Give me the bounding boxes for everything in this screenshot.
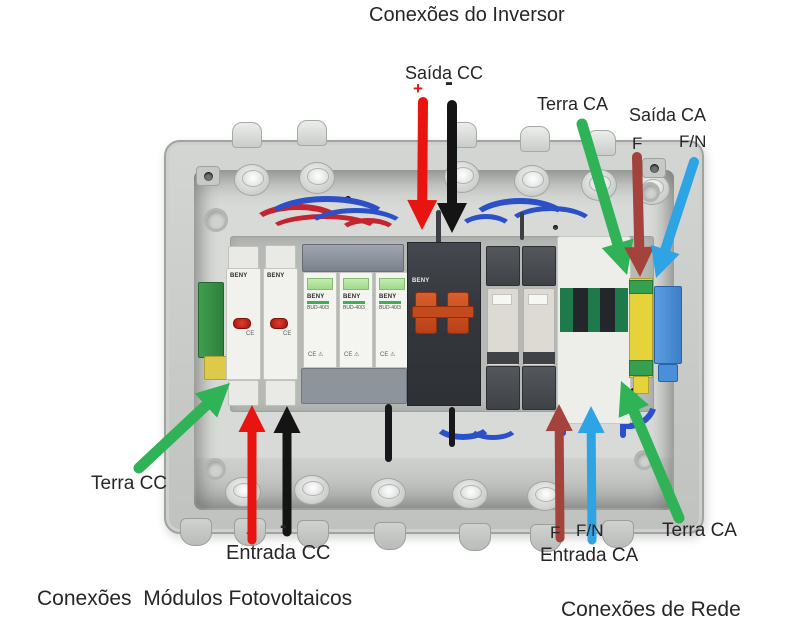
ac-fuse1-window <box>492 294 512 305</box>
spd3-brand-underline <box>379 301 401 304</box>
label-entrada-ca-f: F <box>550 523 561 542</box>
dc-breaker-brand: BENY <box>412 278 430 284</box>
cable-gland-knob-4 <box>520 126 550 152</box>
spd1-ce-mark: CE ⚠ <box>308 352 324 358</box>
cable-gland-bottom-4 <box>452 479 488 509</box>
fuse1-brand: BENY <box>230 273 248 279</box>
cable-gland-top-4 <box>514 165 550 197</box>
spd2-brand-underline <box>343 301 365 304</box>
pe-terminal-tail <box>633 376 649 394</box>
pe-terminal-bottom-cap <box>629 360 653 376</box>
spd2-ce-mark: CE ⚠ <box>344 352 360 358</box>
wire-6 <box>468 198 572 250</box>
enclosure-tab-5 <box>459 523 491 551</box>
label-terra-cc: Terra CC <box>91 473 168 494</box>
enclosure-tab-3 <box>297 520 329 548</box>
ac-breaker-toggle-band <box>560 288 628 332</box>
cable-gland-knob-5 <box>586 130 616 156</box>
footer-pv-modules-connections: Conexões Módulos Fotovoltaicos <box>37 587 353 610</box>
wire-stub-3 <box>436 210 441 244</box>
dc-fuse-terminal-bottom-1 <box>228 380 259 406</box>
spd3-ce-mark: CE ⚠ <box>380 352 396 358</box>
cable-gland-top-5 <box>581 169 617 201</box>
spd-base-block <box>301 368 407 404</box>
label-saida-cc-plus: + <box>413 79 423 98</box>
cable-gland-knob-1 <box>232 122 262 148</box>
spd1-brand: BENY <box>307 294 325 300</box>
cable-gland-top-1 <box>234 164 270 196</box>
label-saida-cc: Saída CC <box>405 63 484 83</box>
ac-fuse1-terminal-top <box>486 246 520 286</box>
cable-gland-bottom-5 <box>527 481 563 511</box>
dc-breaker-toggle-bar <box>412 306 474 318</box>
wire-8 <box>458 214 514 246</box>
wire-stub-1 <box>385 404 392 462</box>
label-entrada-cc: Entrada CC <box>226 542 331 564</box>
pe-terminal-top-cap <box>629 280 653 294</box>
dc-fuse-terminal-top-2 <box>265 245 296 269</box>
dc-fuse-terminal-bottom-2 <box>265 380 296 406</box>
label-entrada-ca-fn: F/N <box>576 521 604 540</box>
label-saida-ca: Saída CA <box>629 105 707 125</box>
spd3-status-window <box>379 278 405 290</box>
neutral-terminal-tab <box>658 364 678 382</box>
label-saida-cc-minus: - <box>445 69 453 96</box>
enclosure-tab-1 <box>180 518 212 546</box>
fuse1-ce-mark: CE <box>246 331 255 337</box>
cable-gland-bottom-3 <box>370 478 406 508</box>
label-entrada-cc-minus: - <box>280 515 287 537</box>
cable-gland-bottom-2 <box>294 475 330 505</box>
ac-fuse2-terminal-top <box>522 246 556 286</box>
enclosure-tab-4 <box>374 522 406 550</box>
corner-screw-tab-2 <box>642 158 666 178</box>
label-terra-ca-bottom: Terra CA <box>662 520 737 541</box>
corner-boss-4 <box>634 450 654 470</box>
wire-3 <box>262 196 392 250</box>
corner-boss-3 <box>204 458 226 480</box>
fuse2-ce-mark: CE <box>283 331 292 337</box>
spd2-status-window <box>343 278 369 290</box>
label-entrada-cc-plus: + <box>246 525 255 542</box>
spd1-model: BUD-40/3 <box>307 305 329 311</box>
cable-gland-top-3 <box>444 161 480 193</box>
ac-fuse2-band <box>523 352 555 364</box>
spd3-brand: BENY <box>379 294 397 300</box>
ac-fuse2-terminal-bottom <box>522 366 556 410</box>
enclosure-tab-7 <box>602 520 634 548</box>
corner-boss-2 <box>640 182 660 202</box>
spd1-brand-underline <box>307 301 329 304</box>
label-entrada-ca: Entrada CA <box>540 545 639 566</box>
dc-busbar <box>302 244 404 272</box>
label-saida-ca-fn: F/N <box>679 132 707 151</box>
fuse1-indicator-window <box>233 318 251 329</box>
cable-gland-knob-3 <box>447 122 477 148</box>
ac-fuse1-band <box>487 352 519 364</box>
corner-screw-tab-1 <box>196 166 220 186</box>
neutral-terminal-block <box>654 286 682 364</box>
wire-7 <box>505 206 597 250</box>
label-terra-ca-top: Terra CA <box>537 94 609 114</box>
spd3-model: BUD-40/3 <box>379 305 401 311</box>
footer-grid-connections: Conexões de Rede <box>561 598 741 621</box>
spd2-brand: BENY <box>343 294 361 300</box>
label-saida-ca-f: F <box>632 134 643 153</box>
corner-boss-1 <box>204 208 228 232</box>
wire-4 <box>304 208 408 252</box>
pe-terminal-green <box>198 282 224 358</box>
cable-gland-top-2 <box>299 162 335 194</box>
cable-gland-bottom-1 <box>225 477 261 507</box>
ac-fuse1-terminal-bottom <box>486 366 520 410</box>
spd2-model: BUD-40/3 <box>343 305 365 311</box>
spd1-status-window <box>307 278 333 290</box>
wire-stub-2 <box>449 407 455 447</box>
dc-fuse-terminal-top-1 <box>228 246 259 270</box>
fuse2-indicator-window <box>270 318 288 329</box>
cable-gland-knob-2 <box>297 120 327 146</box>
fuse2-brand: BENY <box>267 273 285 279</box>
wire-5 <box>338 218 398 248</box>
wire-stub-4 <box>520 212 524 240</box>
title-inverter-connections: Conexões do Inversor <box>369 4 565 26</box>
ac-fuse2-window <box>528 294 548 305</box>
wire-10 <box>466 410 520 440</box>
